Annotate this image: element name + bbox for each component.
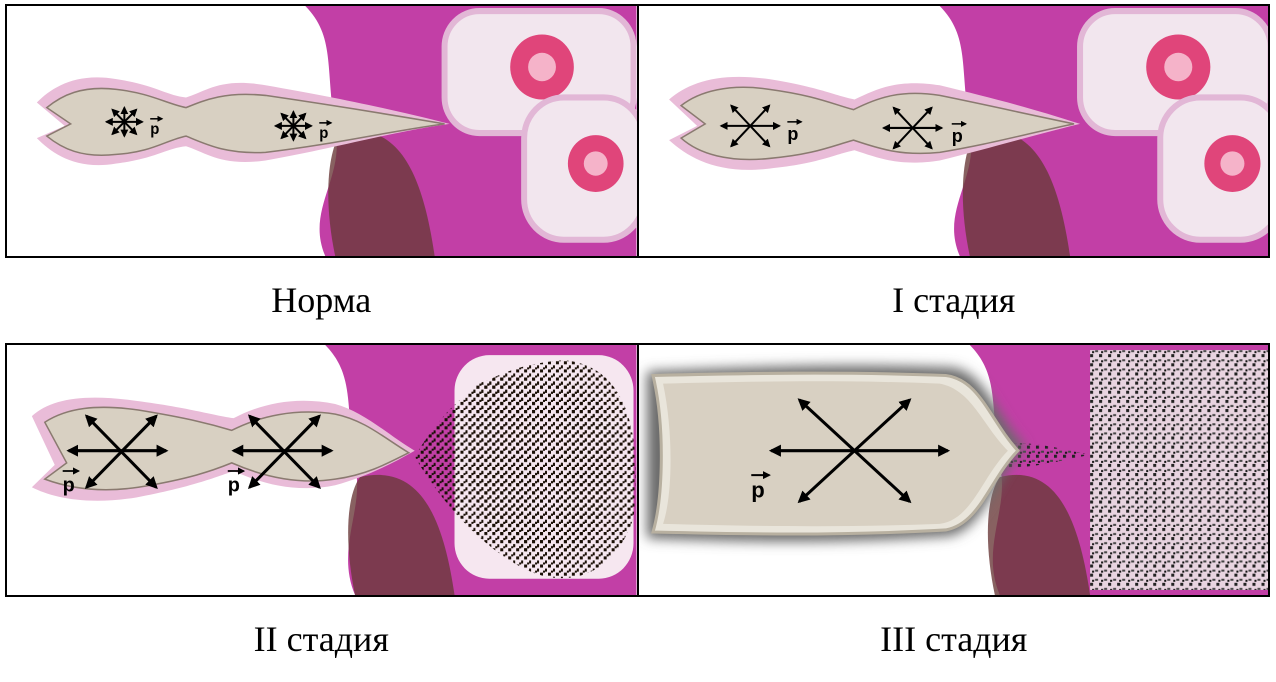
panel-normal-art: p p [7,6,637,256]
row-bottom: p p [5,343,1270,597]
caption-stage-1: I стадия [638,258,1271,343]
panel-stage-2: p p [7,345,637,595]
pressure-label: p [319,125,328,142]
pressure-label: p [150,121,159,138]
caption-row-top: Норма I стадия [5,258,1270,343]
row-top: p p [5,4,1270,258]
panel-stage-2-art: p p [7,345,637,595]
panel-stage-1: p p [637,6,1269,256]
pressure-label: p [951,126,962,146]
panel-stage-3-art: p [639,345,1269,595]
panel-normal: p p [7,6,637,256]
panel-stage-1-art: p p [639,6,1269,256]
caption-stage-3: III стадия [638,597,1271,682]
panel-stage-3: p [637,345,1269,595]
pressure-label: p [787,124,798,144]
caption-row-bottom: II стадия III стадия [5,597,1270,682]
caption-normal: Норма [5,258,638,343]
figure-grid: p p [5,4,1270,682]
caption-stage-2: II стадия [5,597,638,682]
pressure-label: p [228,474,240,496]
pressure-label: p [63,474,75,496]
pressure-label: p [751,477,764,502]
